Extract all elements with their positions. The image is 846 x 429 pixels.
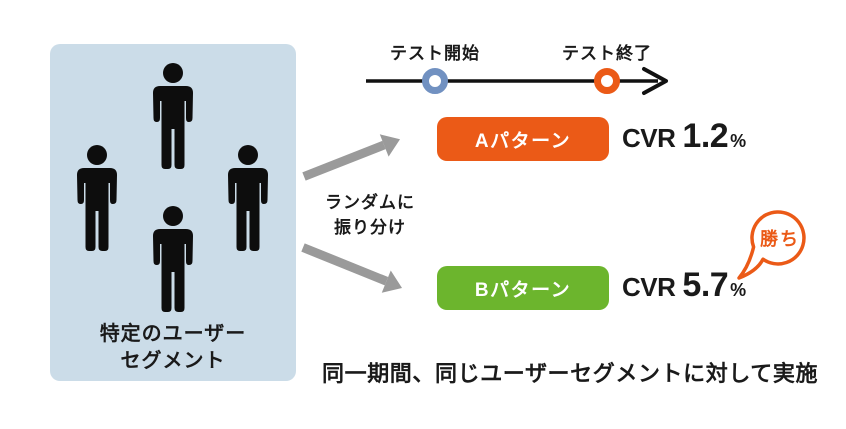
pattern-b-cvr-value: 5.7	[682, 266, 729, 304]
random-split-line1: ランダムに	[325, 193, 415, 212]
segment-label-line1: 特定のユーザー	[99, 323, 247, 345]
start-circle-marker-icon	[422, 68, 448, 94]
random-split-label: ランダムに 振り分け	[309, 190, 431, 240]
pattern-a-box: Aパターン	[437, 117, 609, 161]
timeline-start-label: テスト開始	[390, 44, 480, 63]
timeline-end-label: テスト終了	[562, 44, 652, 63]
segment-label: 特定のユーザー セグメント	[50, 321, 296, 375]
pattern-b-cvr-label: CVR	[622, 272, 676, 302]
pattern-b-box: Bパターン	[437, 266, 609, 310]
person-icon	[77, 145, 117, 251]
segment-label-line2: セグメント	[120, 350, 226, 372]
person-icon	[228, 145, 268, 251]
pattern-a-cvr-label: CVR	[622, 123, 676, 153]
win-speech-bubble-icon: 勝ち	[737, 210, 806, 280]
user-segment-box: 特定のユーザー セグメント	[50, 44, 296, 381]
footnote: 同一期間、同じユーザーセグメントに対して実施	[322, 361, 819, 386]
arrow-right-icon	[642, 67, 668, 95]
win-badge-text: 勝ち	[760, 228, 800, 249]
arrow-to-pattern-b-icon	[301, 243, 389, 286]
pattern-b-cvr-unit: %	[730, 280, 747, 300]
pattern-b-cvr: CVR 5.7 %	[622, 266, 746, 310]
arrow-to-pattern-a-icon	[302, 140, 386, 181]
pattern-a-cvr-value: 1.2	[682, 117, 729, 155]
person-icon	[153, 206, 193, 312]
timeline	[366, 67, 668, 95]
random-split-line2: 振り分け	[334, 218, 406, 237]
person-icon	[153, 63, 193, 169]
pattern-a-cvr-unit: %	[730, 131, 747, 151]
pattern-a-cvr: CVR 1.2 %	[622, 117, 746, 161]
end-circle-marker-icon	[594, 68, 620, 94]
